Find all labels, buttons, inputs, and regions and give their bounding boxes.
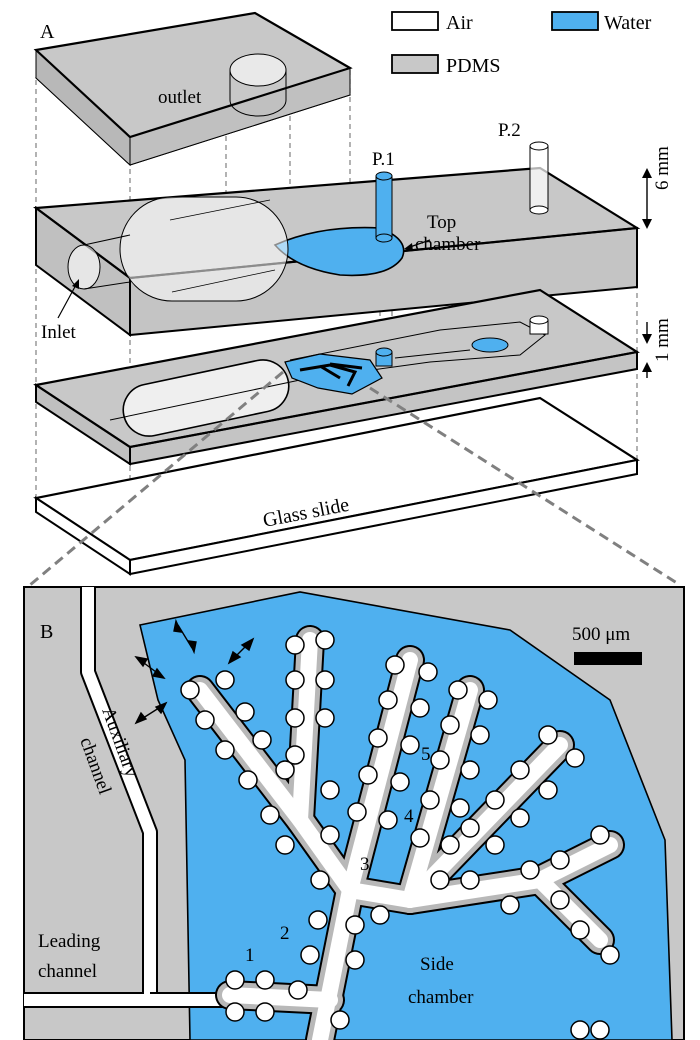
top-chamber-label-2: chamber [415, 234, 481, 255]
dim-1mm-label: 1 mm [652, 318, 673, 362]
scale-bar [574, 652, 642, 665]
generation-label-1: 1 [245, 945, 255, 966]
channel-layer [33, 288, 640, 466]
zoom-lines [29, 370, 681, 587]
legend-air-swatch [391, 11, 439, 31]
generation-label-2: 2 [280, 923, 290, 944]
legend-pdms-swatch [391, 54, 439, 74]
legend: Air Water PDMS [391, 11, 652, 77]
p1-label: P.1 [372, 149, 395, 170]
generation-label-3: 3 [360, 854, 370, 875]
flow-arrows [134, 618, 255, 725]
side-cavities [180, 630, 620, 1040]
leading-label-1: Leading [38, 931, 101, 952]
outlet-layer: outlet [33, 11, 353, 167]
scale-bar-label: 500 μm [572, 624, 630, 645]
panel-b: B 500 μm Auxiliary channel Leading chann… [23, 586, 685, 1040]
dimension-6mm: 6 mm [642, 146, 673, 229]
top-chamber-label-1: Top [427, 212, 456, 233]
p2-label: P.2 [498, 120, 521, 141]
legend-air-label: Air [446, 12, 473, 34]
top-chamber-layer: P.1 P.2 Top chamber Inlet [32, 120, 641, 343]
legend-pdms-label: PDMS [446, 55, 500, 77]
dimension-1mm: 1 mm [642, 318, 673, 378]
side-chamber-water [139, 591, 673, 1040]
legend-water-swatch [551, 11, 599, 31]
dim-6mm-label: 6 mm [652, 146, 673, 190]
outlet-label: outlet [158, 87, 202, 108]
side-chamber-label-2: chamber [408, 987, 474, 1008]
top-chamber-water [273, 226, 405, 277]
generation-label-4: 4 [404, 806, 414, 827]
generation-label-5: 5 [421, 744, 431, 765]
inlet-label: Inlet [41, 322, 77, 343]
legend-water-label: Water [604, 12, 652, 34]
leading-label-2: channel [38, 961, 97, 982]
inlet-arrow [57, 282, 78, 319]
panel-b-label: B [40, 621, 53, 643]
side-chamber-label-1: Side [420, 954, 454, 975]
glass-slide: Glass slide [33, 396, 640, 576]
panel-a-label: A [40, 21, 55, 43]
